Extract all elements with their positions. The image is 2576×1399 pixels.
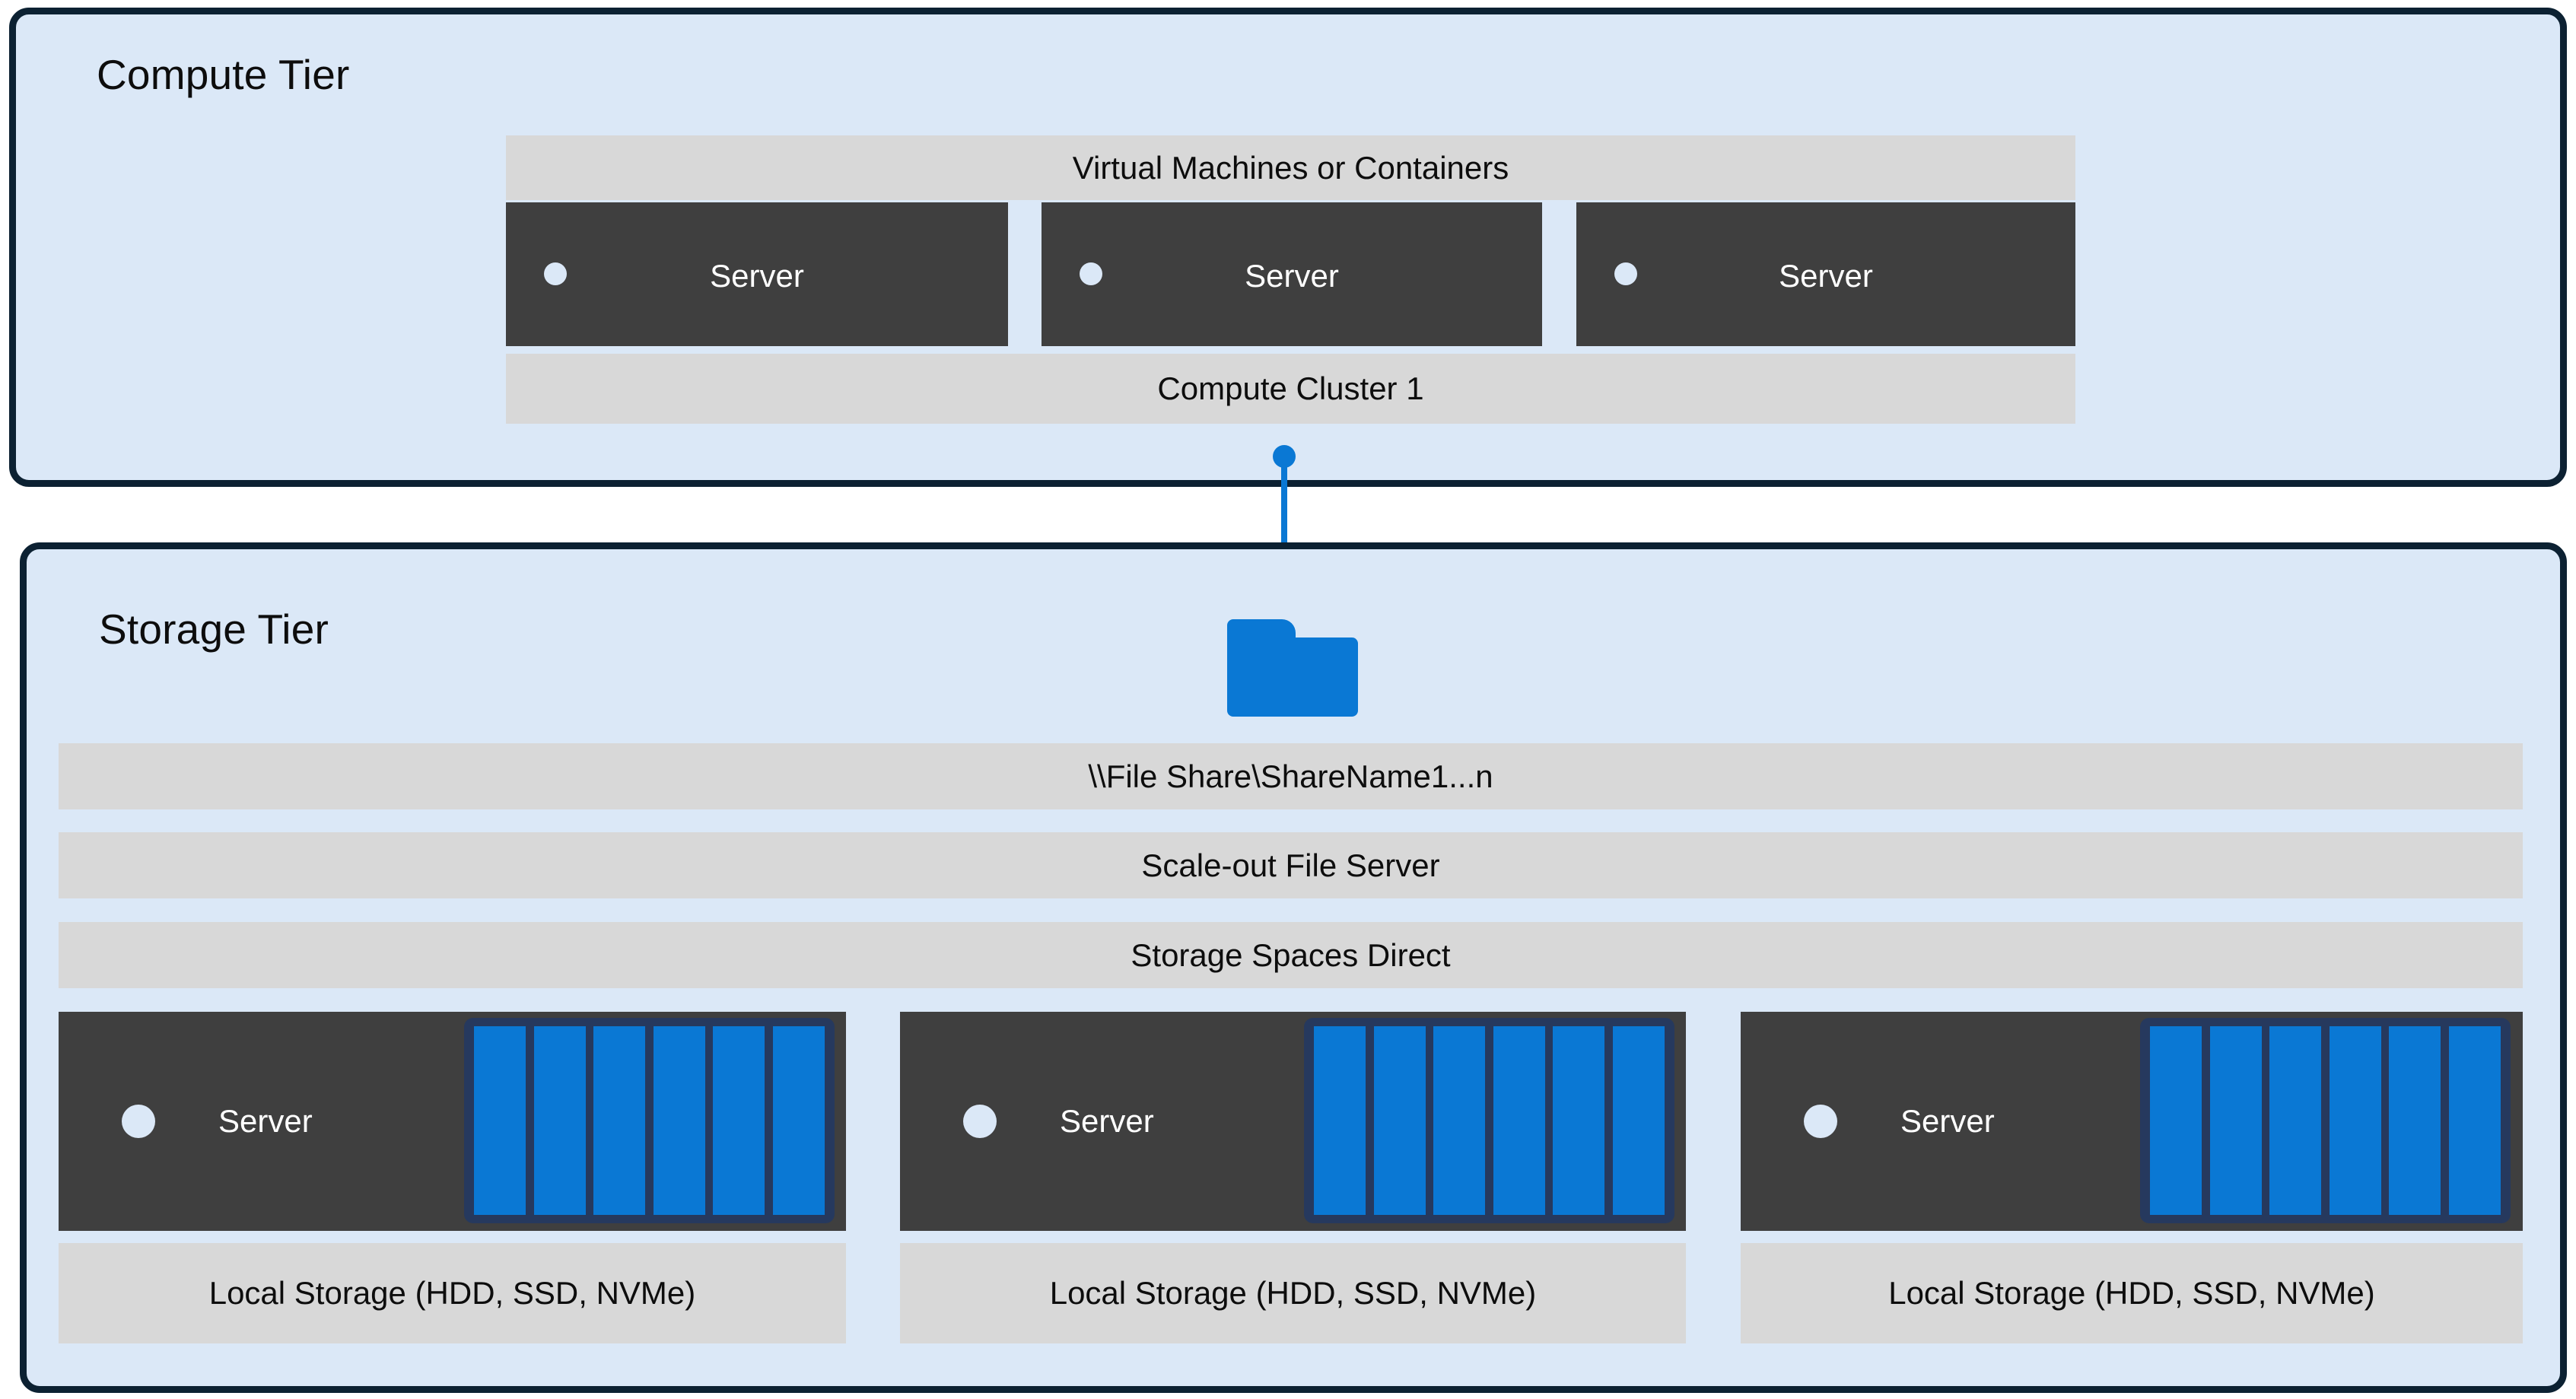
status-led-icon [122, 1105, 155, 1138]
storage-spaces-direct-bar: Storage Spaces Direct [59, 922, 2523, 988]
disk-icon [2209, 1026, 2262, 1215]
disk-icon [1433, 1026, 1486, 1215]
status-led-icon [1804, 1105, 1837, 1138]
disk-icon [2329, 1026, 2381, 1215]
storage-server-2-label: Server [1060, 1103, 1154, 1139]
file-share-label: \\File Share\ShareName1...n [1088, 758, 1493, 794]
virtual-machines-bar: Virtual Machines or Containers [506, 135, 2075, 200]
disk-icon [713, 1026, 765, 1215]
disk-icon [1612, 1026, 1665, 1215]
disk-icon [1314, 1026, 1366, 1215]
status-led-icon [1614, 262, 1637, 285]
file-share-bar: \\File Share\ShareName1...n [59, 743, 2523, 809]
disk-icon [1553, 1026, 1605, 1215]
disk-icon [2269, 1026, 2322, 1215]
disk-icon [2389, 1026, 2441, 1215]
local-storage-bar-2: Local Storage (HDD, SSD, NVMe) [900, 1243, 1686, 1343]
local-storage-label-3: Local Storage (HDD, SSD, NVMe) [1888, 1275, 2375, 1311]
storage-server-1[interactable]: Server [59, 1012, 846, 1231]
storage-server-3[interactable]: Server [1741, 1012, 2523, 1231]
compute-server-3-label: Server [1779, 258, 1873, 294]
scale-out-file-server-label: Scale-out File Server [1141, 847, 1440, 883]
disk-icon [533, 1026, 586, 1215]
disk-array-3 [2140, 1018, 2511, 1223]
disk-icon [474, 1026, 526, 1215]
disk-icon [1373, 1026, 1426, 1215]
storage-server-3-label: Server [1900, 1103, 1995, 1139]
disk-icon [593, 1026, 646, 1215]
local-storage-bar-3: Local Storage (HDD, SSD, NVMe) [1741, 1243, 2523, 1343]
disk-icon [1493, 1026, 1545, 1215]
local-storage-label-1: Local Storage (HDD, SSD, NVMe) [208, 1275, 696, 1311]
local-storage-bar-1: Local Storage (HDD, SSD, NVMe) [59, 1243, 846, 1343]
disk-icon [772, 1026, 825, 1215]
storage-server-2[interactable]: Server [900, 1012, 1686, 1231]
compute-server-1[interactable]: Server [506, 202, 1008, 346]
compute-server-2[interactable]: Server [1042, 202, 1542, 346]
disk-icon [2150, 1026, 2202, 1215]
scale-out-file-server-bar: Scale-out File Server [59, 832, 2523, 898]
virtual-machines-label: Virtual Machines or Containers [1072, 149, 1509, 186]
connector-line [1281, 453, 1287, 611]
storage-spaces-direct-label: Storage Spaces Direct [1131, 936, 1451, 973]
compute-cluster-label: Compute Cluster 1 [1157, 370, 1424, 406]
status-led-icon [963, 1105, 997, 1138]
compute-server-2-label: Server [1245, 258, 1339, 294]
status-led-icon [1080, 262, 1102, 285]
storage-tier-title: Storage Tier [99, 606, 329, 653]
compute-tier-title: Compute Tier [97, 51, 350, 98]
compute-server-1-label: Server [710, 258, 804, 294]
storage-server-1-label: Server [218, 1103, 313, 1139]
compute-server-3[interactable]: Server [1576, 202, 2075, 346]
folder-icon [1227, 619, 1358, 717]
compute-cluster-bar: Compute Cluster 1 [506, 354, 2075, 424]
folder-body [1227, 637, 1358, 717]
local-storage-label-2: Local Storage (HDD, SSD, NVMe) [1049, 1275, 1537, 1311]
disk-array-1 [464, 1018, 835, 1223]
disk-icon [653, 1026, 705, 1215]
status-led-icon [544, 262, 567, 285]
disk-icon [2448, 1026, 2501, 1215]
disk-array-2 [1304, 1018, 1674, 1223]
